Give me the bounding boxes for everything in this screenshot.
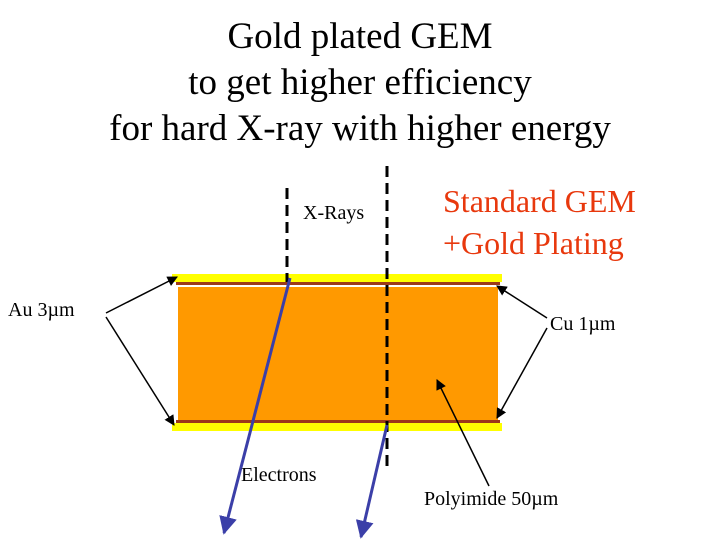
gold-layer-bottom (172, 423, 502, 431)
au-arrow-top (105, 276, 178, 314)
au-arrow-bottom (105, 316, 175, 426)
title-line-2: to get higher efficiency (188, 62, 532, 103)
xrays-label: X-Rays (303, 202, 365, 224)
slide-title: Gold plated GEM to get higher efficiency… (0, 14, 720, 152)
title-line-3: for hard X-ray with higher energy (109, 108, 611, 149)
standard-gem-line-2: +Gold Plating (443, 225, 624, 261)
copper-layer-top (176, 282, 500, 285)
au-thickness-label: Au 3µm (8, 299, 75, 321)
cu-arrow-bottom (496, 327, 548, 419)
standard-gem-label: Standard GEM +Gold Plating (443, 180, 636, 264)
polyimide-arrow (436, 379, 490, 487)
electron-track-left (219, 277, 292, 535)
gold-layer-top (172, 274, 502, 282)
polyimide-layer (178, 287, 498, 420)
title-line-1: Gold plated GEM (227, 16, 493, 57)
electrons-label: Electrons (241, 464, 317, 486)
cu-thickness-label: Cu 1µm (550, 313, 616, 335)
polyimide-thickness-label: Polyimide 50µm (424, 488, 559, 510)
electron-track-right (355, 424, 389, 539)
cu-arrow-top (496, 285, 548, 319)
standard-gem-line-1: Standard GEM (443, 183, 636, 219)
copper-layer-bottom (176, 420, 500, 423)
